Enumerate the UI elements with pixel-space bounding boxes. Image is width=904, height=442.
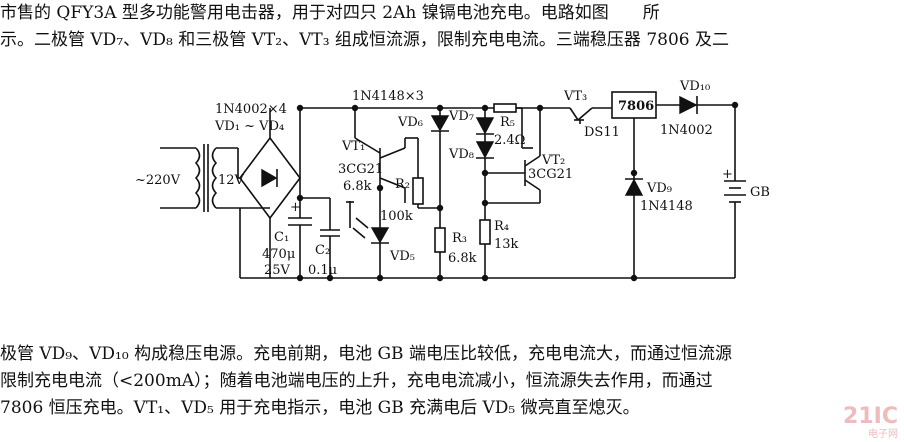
vd8-ref-label: VD₈ (448, 147, 474, 162)
diode-set-label: 1N4148×3 (352, 89, 424, 104)
diode-vd10: VD₁₀ 1N4002 (660, 79, 735, 138)
diode-vd6: VD₆ (397, 108, 450, 228)
bridge-part-label: 1N4002×4 (215, 102, 287, 117)
r2-value-label: 100k (380, 209, 413, 224)
c1-ref-label: C₁ (274, 230, 289, 245)
transistor-vt3: VT₃ DS11 (563, 89, 620, 140)
vt1-part-label: 3CG21 (338, 162, 383, 177)
diode-vd9: VD₉ 1N4148 (624, 173, 693, 278)
vd6-ref-label: VD₆ (397, 115, 423, 130)
c2-value-label: 0.1μ (308, 263, 337, 278)
text-line: 示。二极管 VD₇、VD₈ 和三极管 VT₂、VT₃ 组成恒流源，限制充电电流。… (0, 30, 729, 50)
junction-dots (296, 101, 739, 282)
transistor-vt2: VT₂ 3CG21 (485, 108, 573, 204)
text-line: 市售的 QFY3A 型多功能警用电击器，用于对四只 2Ah 镍镉电池充电。电路如… (0, 3, 660, 23)
vd9-part-label: 1N4148 (640, 199, 693, 214)
regulator-label: 7806 (618, 99, 654, 114)
led-vd5: VD₅ (346, 188, 415, 278)
resistor-r3: R₃ 6.8k (434, 227, 477, 278)
text-line: 7806 恒压充电。VT₁、VD₅ 用于充电指示，电池 GB 充满电后 VD₅ … (0, 398, 640, 418)
r5-ref-label: R₅ (500, 115, 515, 130)
vt3-ref-label: VT₃ (563, 89, 587, 104)
secondary-voltage-label: 12V (218, 173, 245, 188)
capacitor-c2: C₂ 0.1μ (300, 197, 340, 278)
circuit-schematic: ~220V 12V 1N4002×4 VD₁ ~ VD₄ + C₁ 470μ 2… (135, 79, 770, 282)
paragraph-intro: 市售的 QFY3A 型多功能警用电击器，用于对四只 2Ah 镍镉电池充电。电路如… (0, 0, 904, 54)
vt1-ref-label: VT₁ (341, 139, 365, 154)
resistor-r4: R₄ 13k (479, 219, 519, 278)
regulator-7806: 7806 (611, 91, 680, 173)
c1-voltage-label: 25V (264, 263, 291, 278)
r5-value-label: 2.4Ω (494, 133, 525, 148)
vd7-ref-label: VD₇ (448, 109, 474, 124)
vt2-ref-label: VT₂ (541, 153, 565, 168)
c1-value-label: 470μ (262, 247, 295, 262)
watermark-sub: 电子网 (868, 429, 898, 440)
r3-ref-label: R₃ (452, 231, 467, 246)
transistor-vt1: VT₁ 3CG21 6.8k (338, 108, 418, 203)
vt3-part-label: DS11 (584, 125, 620, 140)
r2-ref-label: R₂ (395, 177, 410, 192)
r4-value-label: 13k (494, 237, 519, 252)
paragraph-explanation: 极管 VD₉、VD₁₀ 构成稳压电源。充电前期，电池 GB 端电压比较低，充电电… (0, 341, 904, 422)
c2-ref-label: C₂ (315, 243, 330, 258)
vd10-part-label: 1N4002 (660, 123, 713, 138)
vd5-ref-label: VD₅ (389, 249, 415, 264)
battery-gb: + GB (722, 105, 770, 278)
resistor-r2: R₂ 100k (380, 138, 440, 224)
text-line: 极管 VD₉、VD₁₀ 构成稳压电源。充电前期，电池 GB 端电压比较低，充电电… (0, 344, 732, 364)
vd10-ref-label: VD₁₀ (679, 79, 710, 94)
r1-value-label: 6.8k (343, 179, 372, 194)
svg-text:+: + (290, 200, 301, 215)
text-line: 限制充电电流（<200mA）；随着电池端电压的上升，充电电流减小，恒流源失去作用… (0, 371, 713, 391)
watermark-logo: 21IC 电子网 (843, 404, 898, 440)
resistor-r5: R₅ 2.4Ω (493, 103, 533, 149)
mains-label: ~220V (135, 173, 181, 188)
bridge-rectifier: 1N4002×4 VD₁ ~ VD₄ (214, 102, 301, 278)
diodes-vd7-vd8: VD₇ VD₈ (448, 108, 495, 220)
bridge-ref-label: VD₁ ~ VD₄ (214, 119, 284, 134)
watermark-brand: 21IC (843, 404, 898, 429)
svg-text:+: + (722, 167, 733, 182)
transformer: ~220V 12V (135, 144, 245, 212)
vt2-part-label: 3CG21 (528, 167, 573, 182)
vd9-ref-label: VD₉ (646, 181, 672, 196)
battery-label: GB (750, 185, 770, 200)
r3-value-label: 6.8k (448, 251, 477, 266)
r4-ref-label: R₄ (494, 219, 509, 234)
